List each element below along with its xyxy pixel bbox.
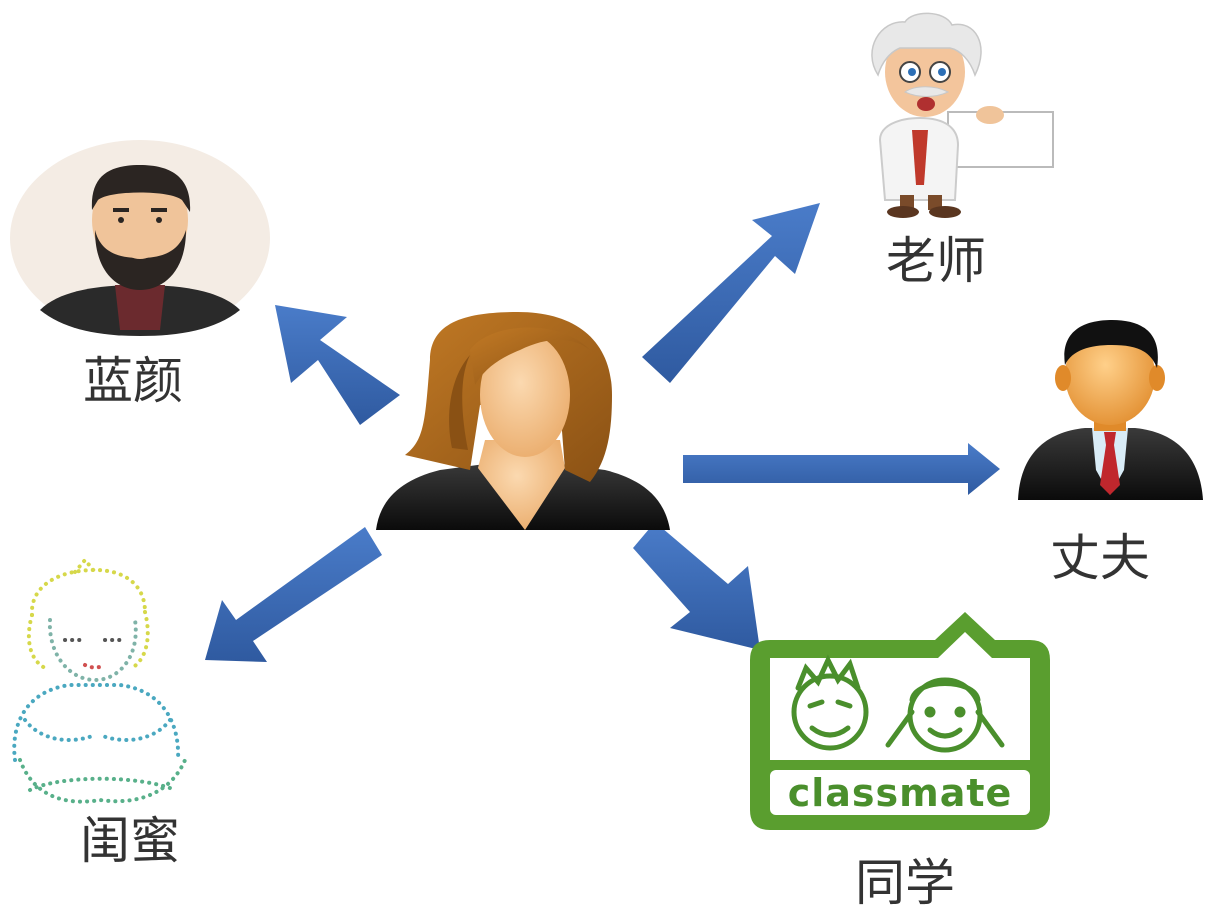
label-guimi: 闺蜜 xyxy=(80,812,180,870)
professor-icon xyxy=(871,12,1054,218)
arrow-to-guimi xyxy=(205,527,382,662)
arrow-to-lanyan xyxy=(275,305,400,425)
princess-outline-icon xyxy=(12,556,187,804)
label-zhangfu: 丈夫 xyxy=(1050,529,1150,587)
bearded-man-icon xyxy=(10,140,270,336)
classmate-badge-text: classmate xyxy=(788,771,1013,815)
woman-avatar-icon xyxy=(376,312,670,530)
arrow-to-zhangfu xyxy=(683,443,1000,495)
label-laoshi: 老师 xyxy=(886,232,986,290)
arrow-to-tongxue xyxy=(633,522,760,650)
arrow-to-laoshi xyxy=(642,203,820,383)
label-tongxue: 同学 xyxy=(855,854,955,908)
businessman-icon xyxy=(1018,320,1203,500)
label-lanyan: 蓝颜 xyxy=(83,352,183,410)
classmate-badge-icon: classmate xyxy=(750,612,1050,830)
